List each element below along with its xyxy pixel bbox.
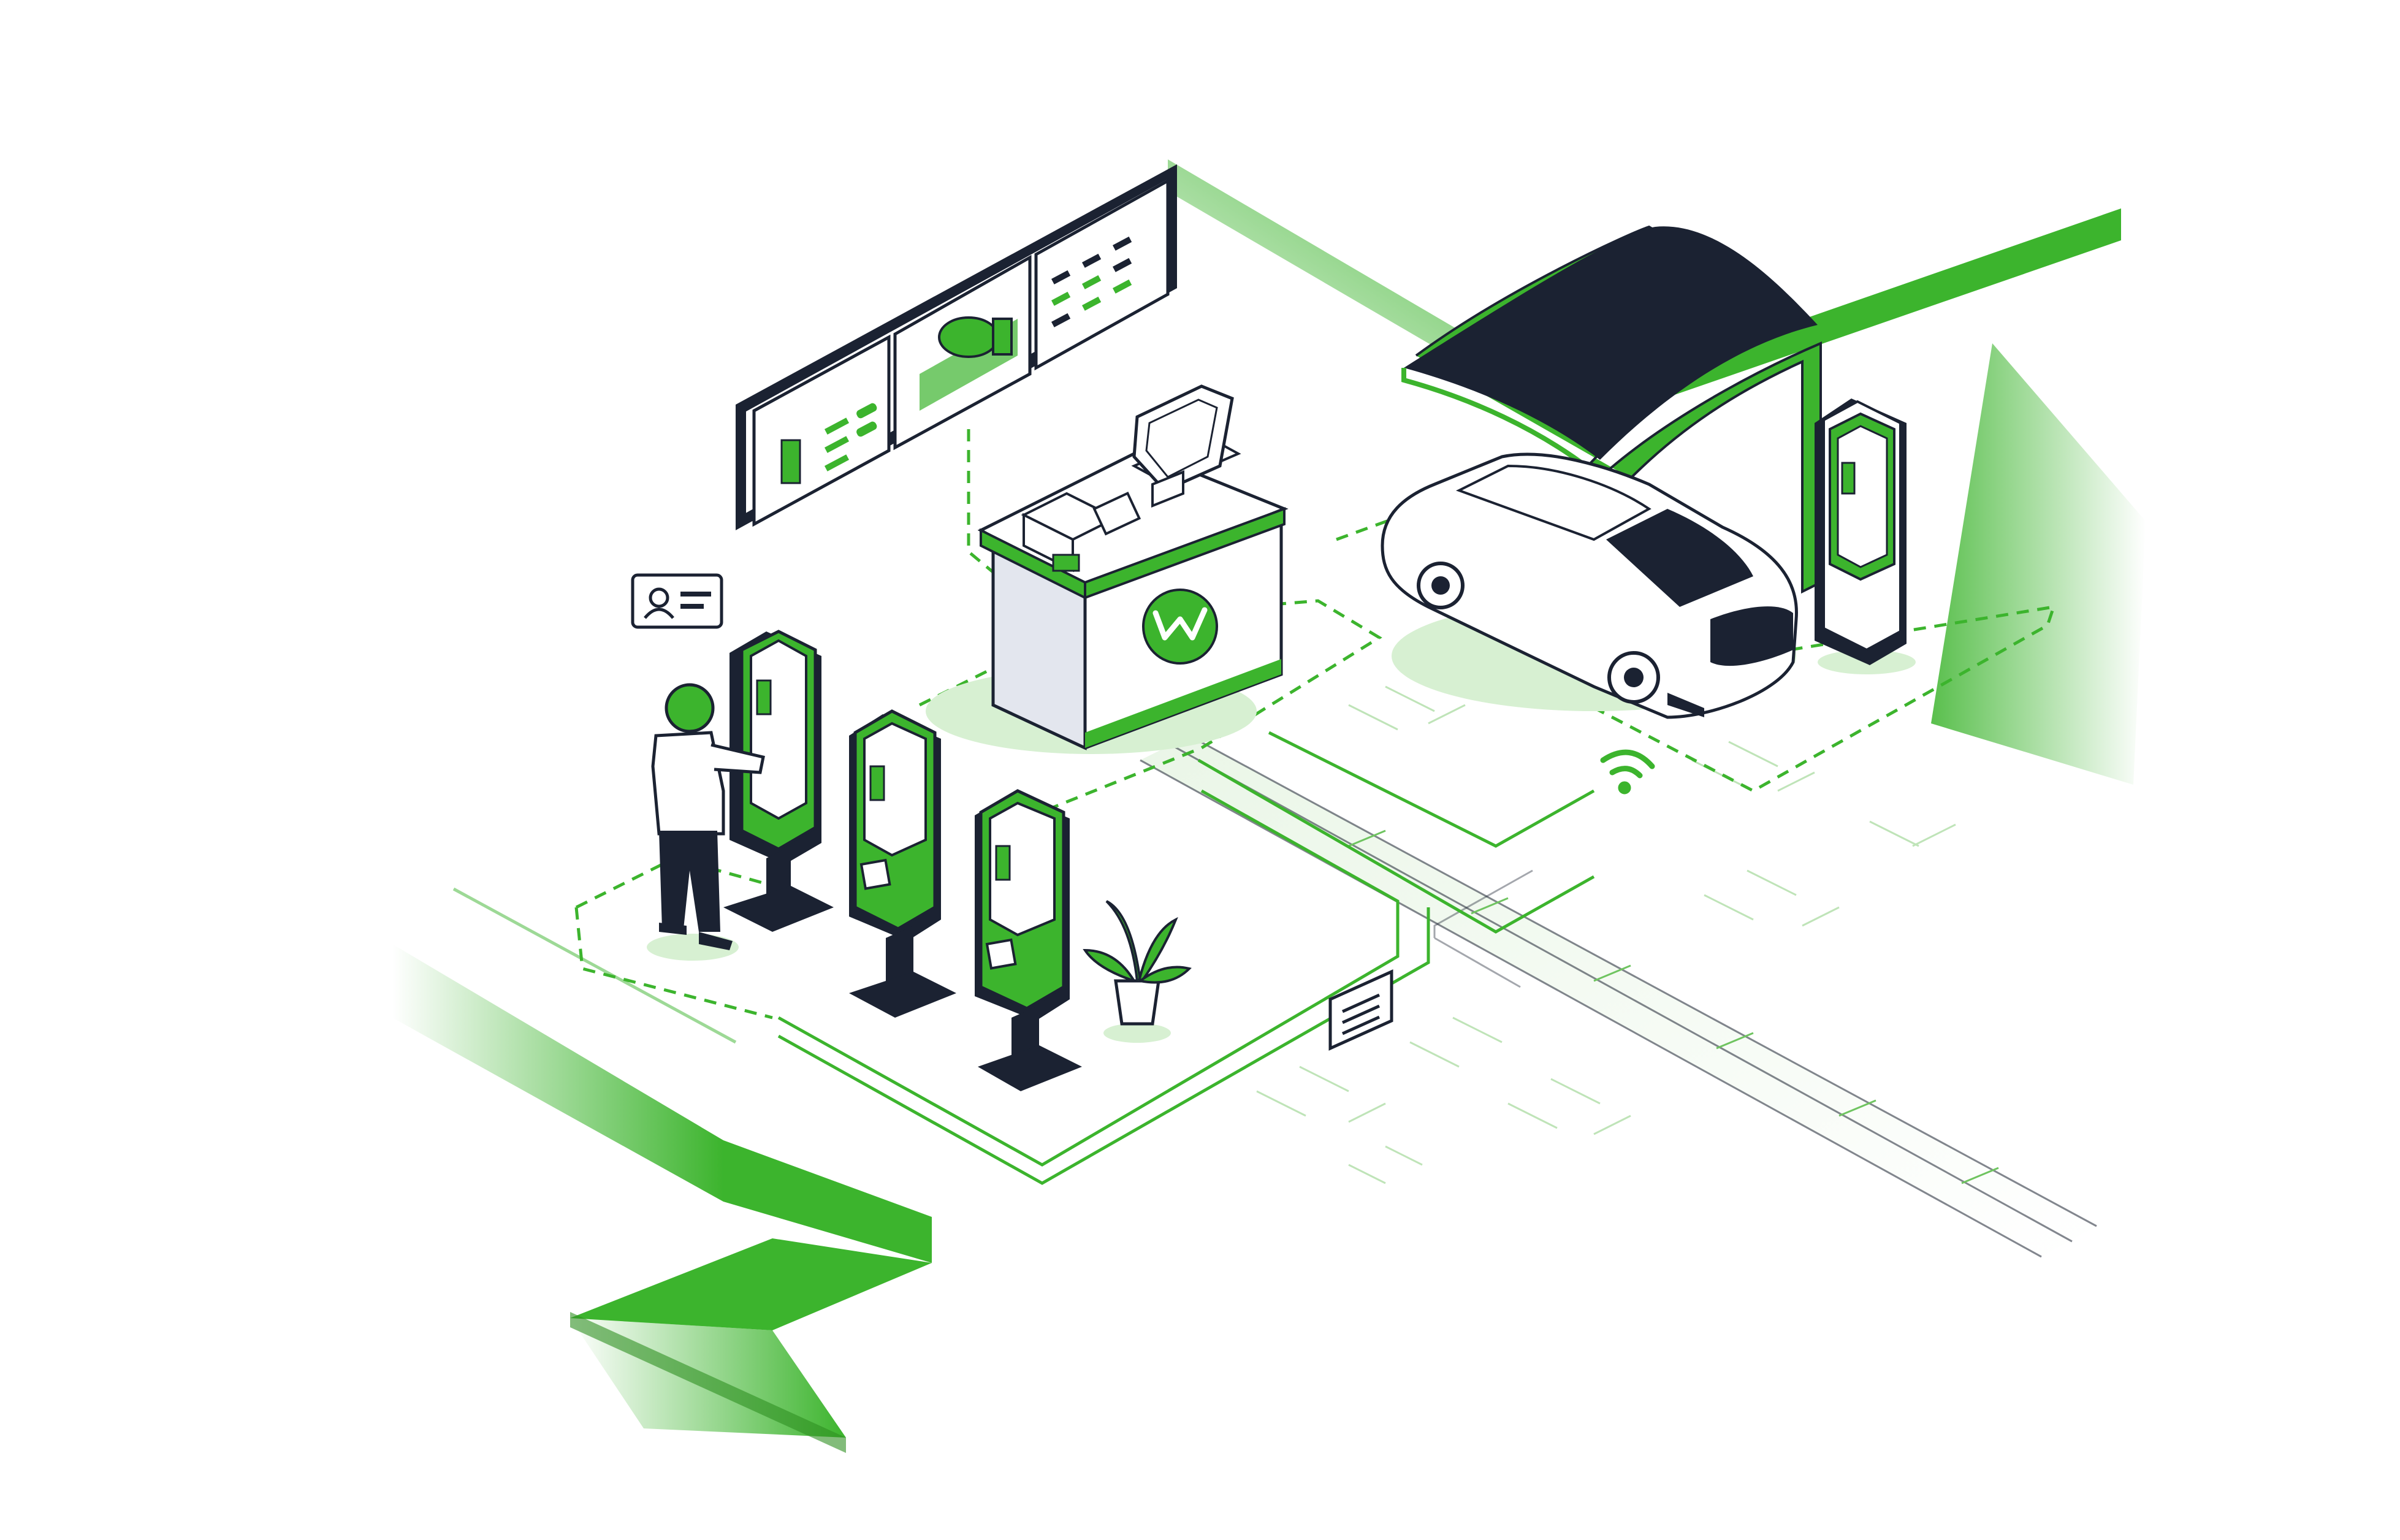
self-service-kiosk: [975, 789, 1082, 1091]
car-icon: [1381, 452, 1798, 719]
path-lines: [452, 731, 1595, 1185]
floor-grid: [1256, 685, 1956, 1184]
drive-thru-kiosk-icon: [1815, 398, 1916, 674]
sign-icon: [1328, 969, 1393, 1051]
user-card-icon: [631, 573, 723, 629]
w-logo-icon: [1142, 589, 1218, 665]
self-service-kiosk: [849, 709, 956, 1018]
pos-monitor-icon: [1131, 384, 1241, 508]
person-icon: [647, 683, 765, 961]
service-counter: [926, 384, 1289, 754]
receipt-printer-icon: [1021, 492, 1119, 573]
menu-board: [736, 164, 1177, 530]
walkway: [1140, 734, 2097, 1258]
self-service-kiosk: [723, 630, 834, 932]
wifi-signal-icon: [1600, 749, 1655, 795]
menu-items-left: [780, 403, 877, 484]
potted-plant-icon: [1083, 900, 1192, 1043]
menu-items-right: [1051, 236, 1132, 327]
card-reader-icon: [1092, 491, 1141, 536]
burger-icon: [920, 316, 1018, 411]
